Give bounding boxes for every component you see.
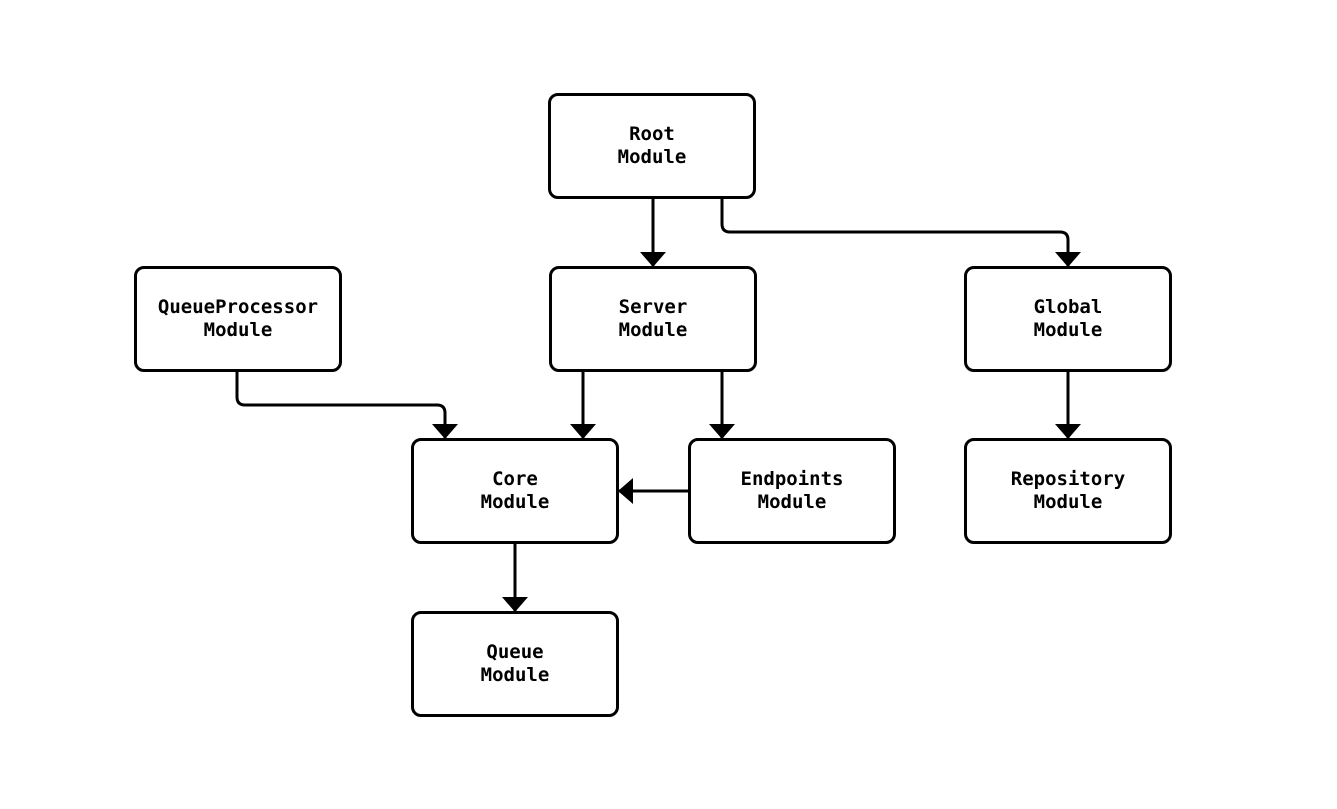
edge-root-to-global xyxy=(720,199,1081,267)
node-label-line: Module xyxy=(203,319,273,341)
node-label-line: Module xyxy=(1033,491,1103,513)
node-label-line: Module xyxy=(480,664,550,686)
node-label-line: Module xyxy=(1033,319,1103,341)
node-label-line: QueueProcessor xyxy=(157,296,319,318)
node-label-line: Repository xyxy=(1010,468,1126,490)
node-label-line: Module xyxy=(617,146,687,168)
node-label-line: Module xyxy=(757,491,827,513)
node-label-line: Module xyxy=(618,319,688,341)
node-label-line: Module xyxy=(480,491,550,513)
node-label-line: Global xyxy=(1033,296,1103,318)
node-label-line: Queue xyxy=(486,641,544,663)
node-label-line: Root xyxy=(629,123,675,145)
edge-queueprocessor-to-core xyxy=(235,372,458,439)
node-label-line: Core xyxy=(492,468,538,490)
node-label-line: Server xyxy=(618,296,688,318)
node-label-line: Endpoints xyxy=(740,468,844,490)
